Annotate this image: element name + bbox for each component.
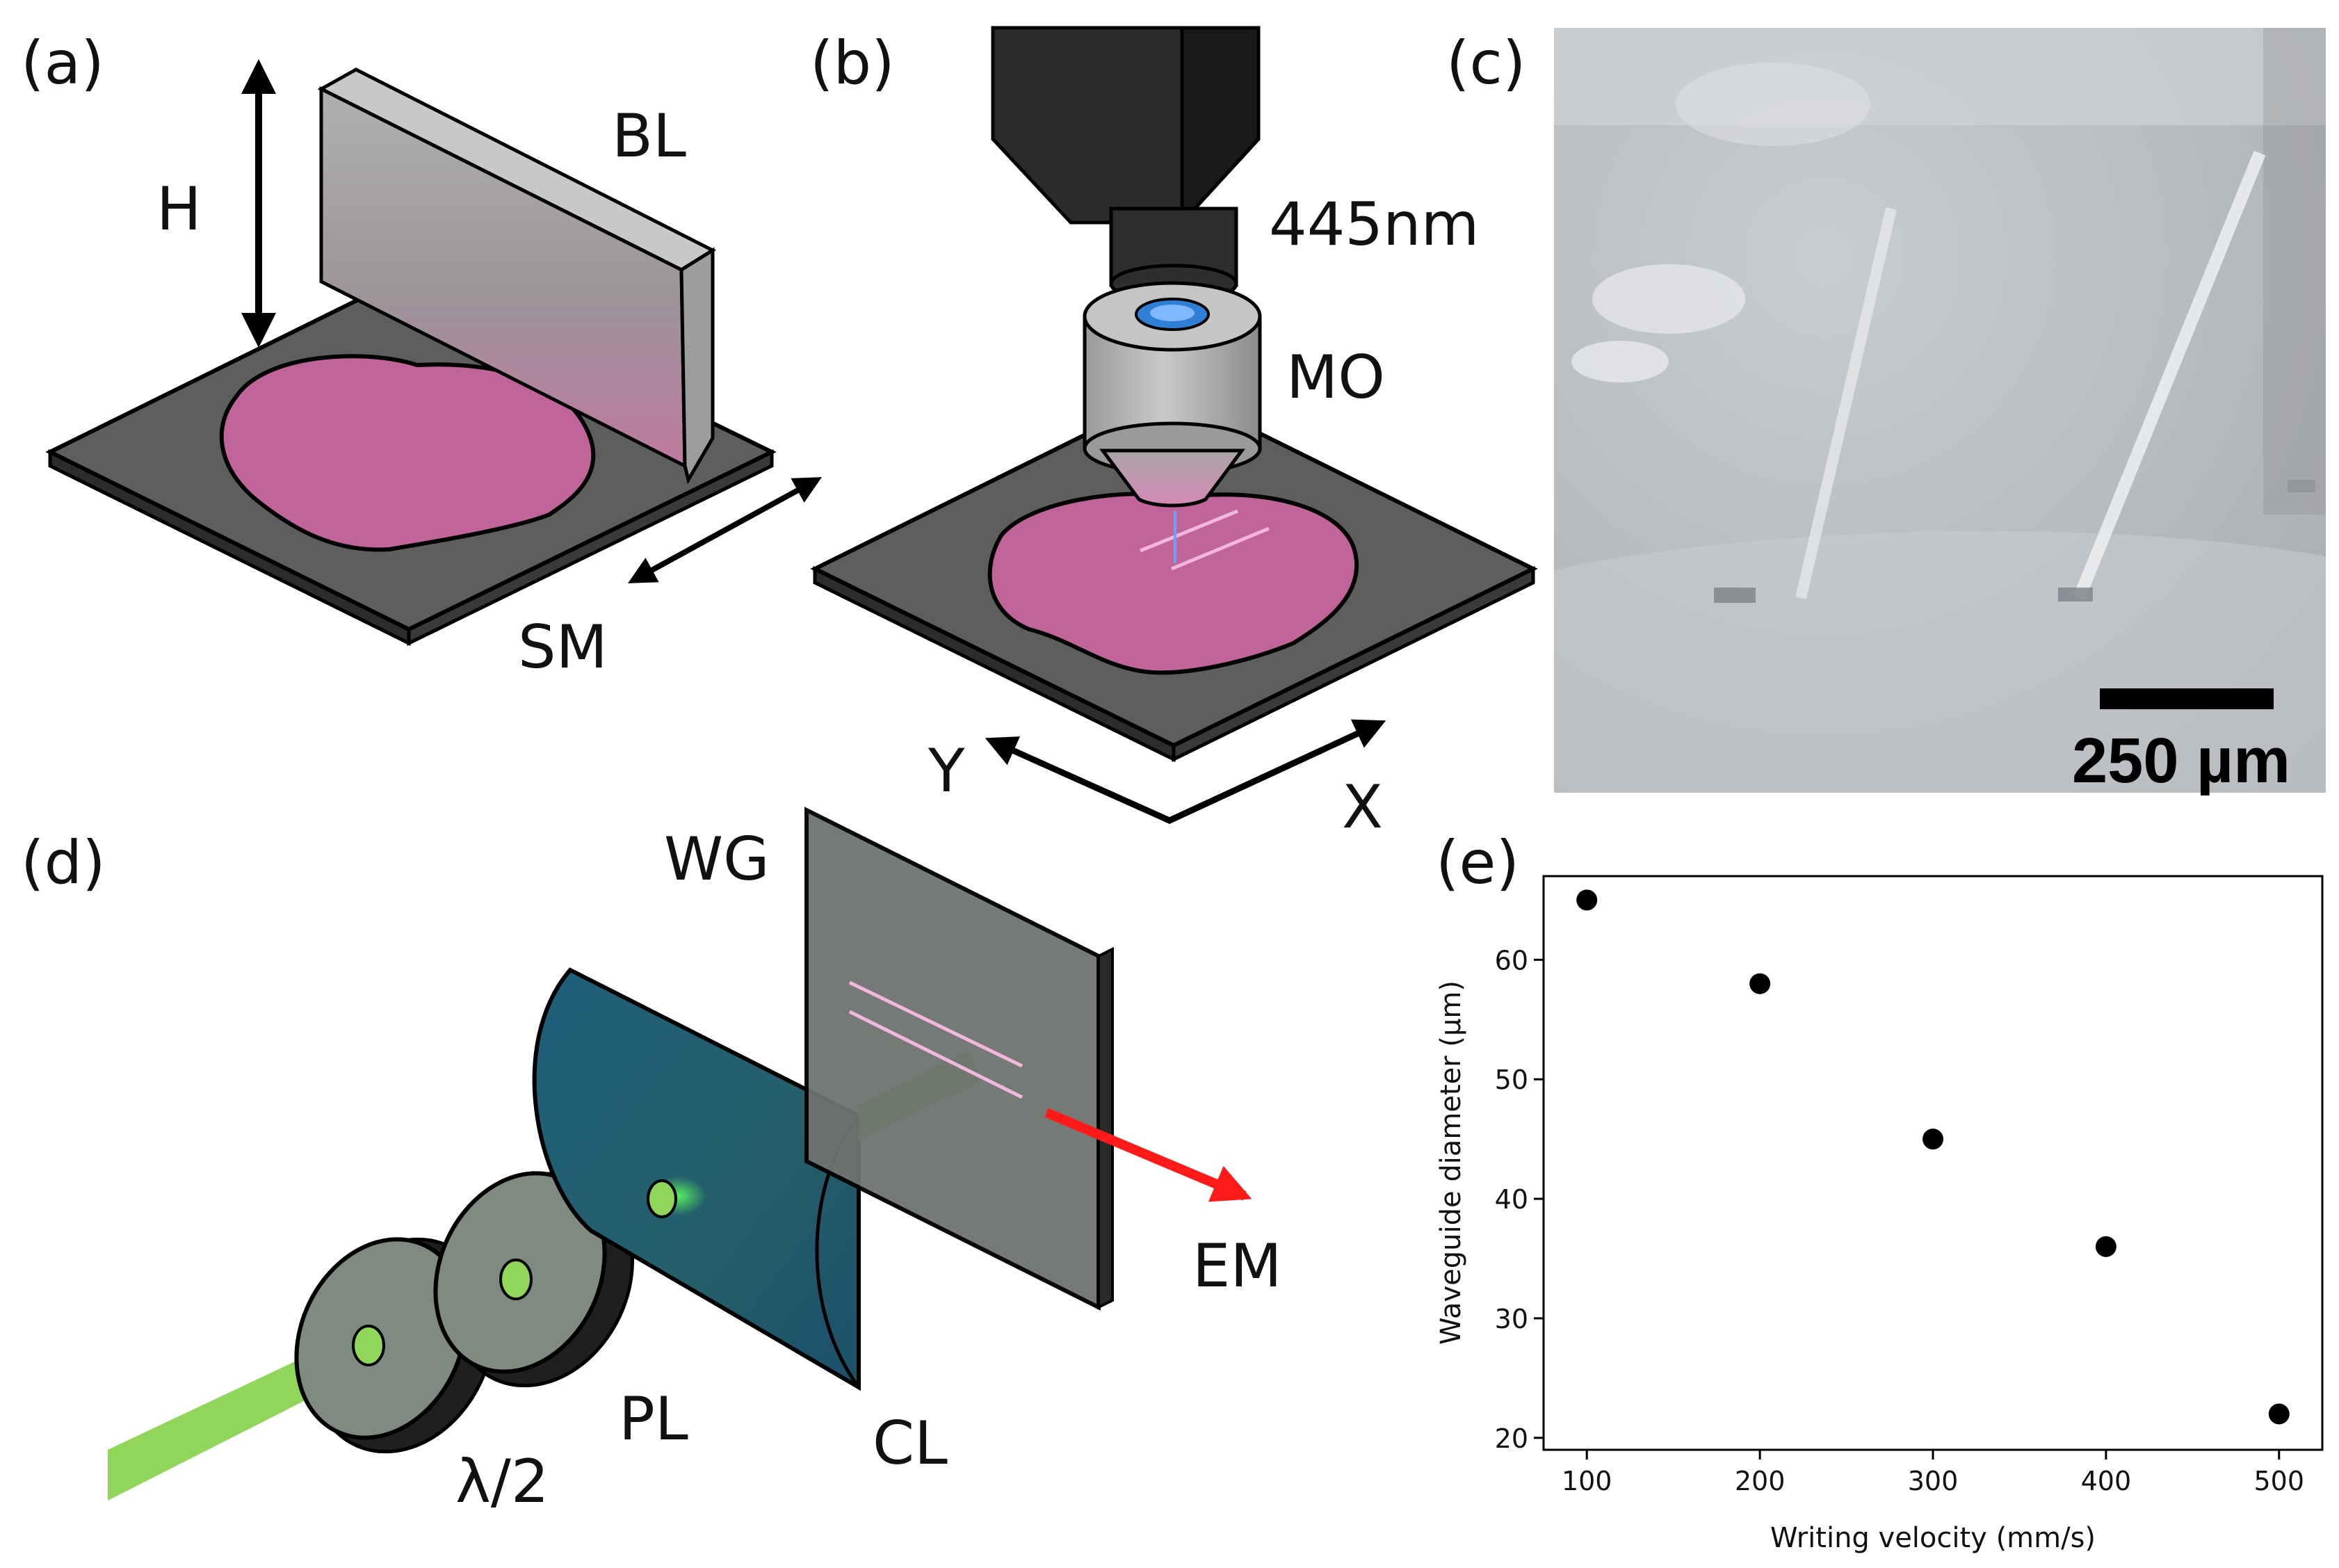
blade-label: BL xyxy=(612,102,686,171)
data-point xyxy=(2095,1236,2117,1257)
xy-axes xyxy=(985,719,1386,824)
x-tick-label: 300 xyxy=(1908,1466,1959,1496)
panel-a-tag: (a) xyxy=(21,29,104,98)
y-tick-label: 50 xyxy=(1495,1065,1528,1095)
data-point xyxy=(1923,1129,1943,1150)
emission-arrow xyxy=(1044,1108,1252,1202)
data-point xyxy=(1749,973,1771,994)
written-waveguides-b xyxy=(1140,509,1270,571)
waveguide-slab xyxy=(804,807,1114,1311)
chart-ticks: 100 200 300 400 500 20 30 40 50 60 xyxy=(1495,945,2304,1496)
x-tick-label: 500 xyxy=(2254,1466,2305,1496)
panel-d: (d) WG xyxy=(21,807,1282,1517)
data-point xyxy=(2268,1403,2290,1425)
x-tick-label: 200 xyxy=(1735,1466,1786,1496)
panel-b: (b) 445nm xyxy=(810,26,1538,842)
scale-bar xyxy=(2100,688,2274,709)
polarizer-label: PL xyxy=(619,1384,688,1454)
chart-points xyxy=(1576,889,2290,1425)
panel-c-tag: (c) xyxy=(1446,29,1525,98)
y-axis-label: Y xyxy=(928,736,965,806)
scale-bar-label: 250 µm xyxy=(2072,725,2290,796)
laser-head xyxy=(991,26,1261,304)
panel-c: (c) 250 µm xyxy=(1446,28,2326,796)
panel-d-tag: (d) xyxy=(21,828,106,898)
microscope-photo xyxy=(1554,28,2326,793)
y-tick-label: 20 xyxy=(1495,1423,1528,1454)
y-tick-label: 40 xyxy=(1495,1184,1528,1215)
cylindrical-lens-label: CL xyxy=(873,1409,948,1478)
blade xyxy=(317,67,717,485)
panel-a: (a) H BL SM xyxy=(21,29,823,682)
half-wave-plate-label: λ/2 xyxy=(455,1447,549,1517)
panel-b-tag: (b) xyxy=(810,29,895,98)
waveguide-label: WG xyxy=(664,825,770,894)
substrate-motion-label: SM xyxy=(518,613,608,682)
chart-frame xyxy=(1542,875,2324,1451)
chart-y-axis-title: Waveguide diameter (µm) xyxy=(1435,980,1467,1345)
x-axis-label: X xyxy=(1342,773,1383,842)
substrate-motion-arrow xyxy=(627,477,823,583)
pink-film-a xyxy=(219,354,596,552)
height-label: H xyxy=(156,175,202,244)
panel-e-tag: (e) xyxy=(1436,828,1519,898)
y-tick-label: 30 xyxy=(1495,1304,1528,1334)
y-tick-label: 60 xyxy=(1495,945,1528,976)
chart-x-axis-title: Writing velocity (mm/s) xyxy=(1770,1522,2096,1554)
objective-label: MO xyxy=(1286,343,1385,412)
microscope-objective xyxy=(1083,281,1262,508)
emission-label: EM xyxy=(1192,1231,1282,1301)
x-tick-label: 100 xyxy=(1562,1466,1612,1496)
wavelength-label: 445nm xyxy=(1269,190,1479,259)
cylindrical-lens xyxy=(532,967,861,1391)
data-point xyxy=(1576,889,1598,911)
panel-e: (e) 100 200 300 400 500 20 30 40 50 60 Writing ve… xyxy=(1435,828,2324,1554)
x-tick-label: 400 xyxy=(2081,1466,2132,1496)
